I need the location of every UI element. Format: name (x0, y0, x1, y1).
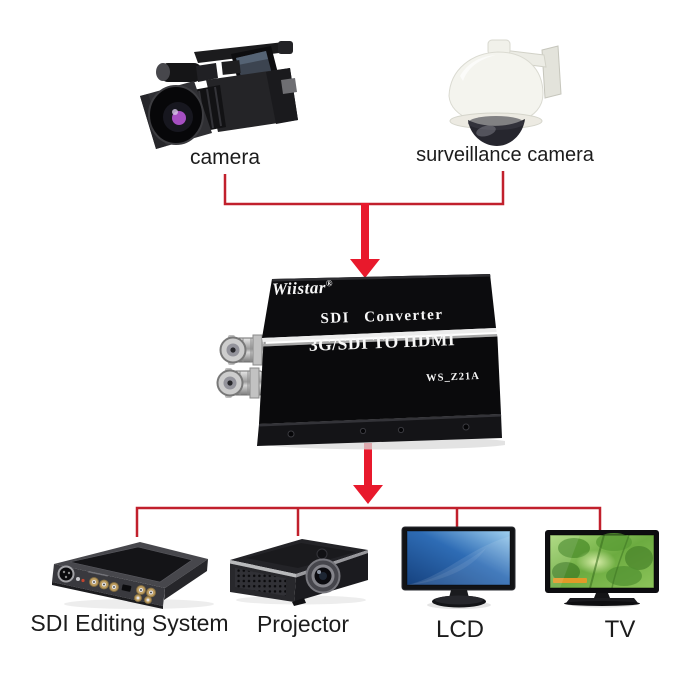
projector-illustration (230, 539, 368, 606)
vent-grille-icon (235, 568, 286, 596)
converter-brand-logo: Wiistar® (272, 276, 373, 299)
tv-screen (549, 533, 655, 589)
wall-mount-plate (541, 45, 562, 99)
projector-label: Projector (256, 611, 350, 637)
tv-image (544, 528, 662, 608)
converter-image (213, 266, 505, 450)
camcorder-illustration (140, 41, 298, 149)
projector-lens-icon (305, 558, 341, 594)
lens-hood (140, 81, 212, 149)
sdi-editing-system-label: SDI Editing System (30, 610, 229, 636)
surveillance-camera-label: surveillance camera (416, 144, 594, 166)
dome-camera-illustration (448, 39, 562, 146)
converter-illustration (216, 274, 505, 450)
bnc-connector-top (219, 334, 266, 366)
dome-housing (448, 51, 544, 122)
sdi-editing-system-illustration (52, 542, 214, 609)
arrow-down-to-outputs-icon (353, 443, 383, 504)
projector-image (226, 532, 372, 606)
microphone-icon (156, 63, 218, 82)
arrow-down-to-converter-icon (350, 203, 380, 278)
brand-text: Wiistar (271, 277, 327, 299)
converter-top-face (262, 274, 496, 338)
lcd-label: LCD (435, 616, 484, 643)
bnc-connector-bottom (216, 367, 263, 399)
converter-front-face (259, 336, 501, 424)
lcd-illustration (401, 526, 516, 609)
lcd-screen (407, 531, 510, 585)
camera-label: camera (189, 146, 261, 169)
sdi-editing-system-image (44, 538, 214, 610)
bnc-ports-icon (89, 577, 156, 604)
camcorder-image (138, 30, 303, 154)
tv-label: TV (604, 616, 636, 643)
xlr-connector-icon (57, 565, 75, 583)
input-bracket-line (223, 171, 505, 206)
tv-illustration (545, 530, 659, 608)
lcd-monitor-image (401, 526, 517, 610)
surveillance-camera-image (430, 36, 572, 150)
registered-mark: ® (325, 277, 334, 289)
output-bracket-line (135, 506, 602, 537)
